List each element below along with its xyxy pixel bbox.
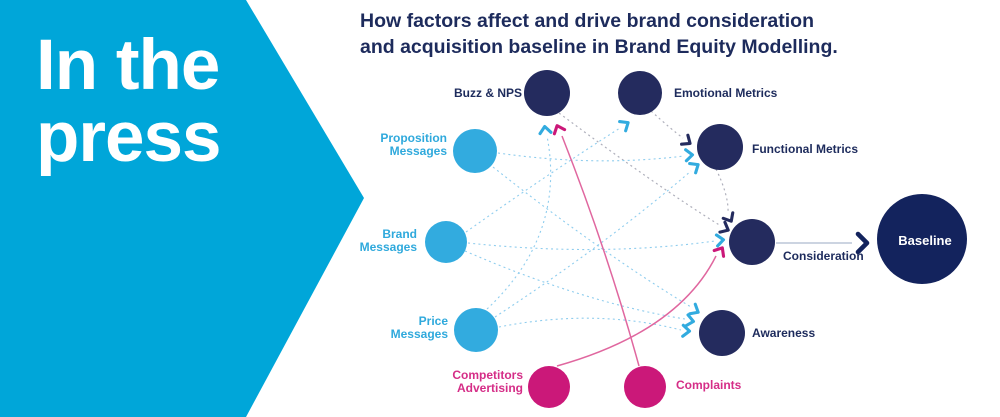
arrowhead-functional-from-proposition-icon: [684, 148, 695, 163]
edge-price-to-functional: [494, 170, 692, 318]
label-competitors-line1: Competitors: [452, 368, 523, 382]
edge-proposition-to-awareness: [492, 166, 692, 308]
edge-brand-to-awareness: [464, 250, 686, 320]
arrowhead-consideration-from-brand-icon: [714, 233, 726, 248]
arrowhead-awareness-from-price-icon: [681, 323, 692, 338]
edge-buzz-to-consideration: [558, 112, 722, 227]
edge-functional-to-consideration: [715, 168, 729, 214]
label-buzz-nps: Buzz & NPS: [453, 86, 522, 100]
arrowhead-consideration-from-functional-icon: [721, 211, 735, 223]
label-proposition-line2: Messages: [389, 144, 447, 158]
label-functional-metrics: Functional Metrics: [752, 142, 859, 156]
arrowhead-functional-from-price-icon: [688, 162, 700, 175]
node-competitors-advertising: [528, 366, 570, 408]
edge-price-to-awareness: [498, 317, 682, 331]
label-price-messages: Price Messages: [391, 315, 448, 341]
label-baseline: Baseline: [898, 233, 952, 248]
label-proposition-messages: Proposition Messages: [380, 132, 447, 158]
node-consideration: [729, 219, 775, 265]
label-awareness: Awareness: [752, 326, 816, 340]
label-consideration: Consideration: [783, 249, 864, 263]
banner-title: In the press: [36, 26, 221, 177]
edge-price-to-buzz: [486, 135, 552, 310]
arrowhead-awareness-from-brand-icon: [684, 313, 696, 328]
edge-proposition-to-functional: [497, 152, 685, 162]
node-brand-messages: [425, 221, 467, 263]
arrowhead-baseline-chevron-icon: [855, 231, 870, 255]
node-price-messages: [454, 308, 498, 352]
arrowhead-awareness-from-proposition-icon: [688, 302, 700, 316]
label-competitors-line2: Advertising: [456, 381, 523, 395]
node-buzz-nps: [524, 70, 570, 116]
arrowhead-functional-from-emotional-icon: [680, 133, 692, 146]
edge-emotional-to-functional: [650, 110, 684, 139]
node-emotional-metrics: [618, 71, 662, 115]
label-emotional-metrics: Emotional Metrics: [674, 86, 778, 100]
diagram-heading: How factors affect and drive brand consi…: [360, 8, 838, 60]
node-baseline: [877, 194, 967, 284]
edge-brand-to-emotional: [465, 127, 621, 233]
label-price-line2: Messages: [390, 327, 448, 341]
banner-title-line2: press: [36, 98, 221, 177]
node-complaints: [624, 366, 666, 408]
arrowhead-buzz-from-price-icon: [538, 124, 553, 136]
label-price-line1: Price: [418, 314, 448, 328]
arrowhead-buzz-from-complaints-icon: [552, 124, 567, 136]
edge-complaints-to-buzz: [561, 135, 640, 367]
diagram-heading-line1: How factors affect and drive brand consi…: [360, 10, 815, 32]
node-functional-metrics: [697, 124, 743, 170]
arrowhead-consideration-from-competitors-icon: [712, 246, 726, 258]
label-proposition-line1: Proposition: [380, 131, 447, 145]
label-brand-line1: Brand: [382, 227, 417, 241]
edge-brand-to-consideration: [467, 240, 716, 251]
edge-competitors-to-consideration: [556, 255, 717, 367]
label-brand-line2: Messages: [359, 240, 417, 254]
node-awareness: [699, 310, 745, 356]
arrowhead-emotional-from-brand-icon: [618, 120, 630, 133]
label-brand-messages: Brand Messages: [360, 228, 417, 254]
label-competitors-advertising: Competitors Advertising: [452, 369, 523, 395]
label-complaints: Complaints: [676, 378, 742, 392]
banner-title-line1: In the: [36, 26, 220, 105]
arrowhead-consideration-from-buzz-icon: [718, 220, 730, 234]
node-proposition-messages: [453, 129, 497, 173]
diagram-heading-line2: and acquisition baseline in Brand Equity…: [360, 36, 838, 58]
